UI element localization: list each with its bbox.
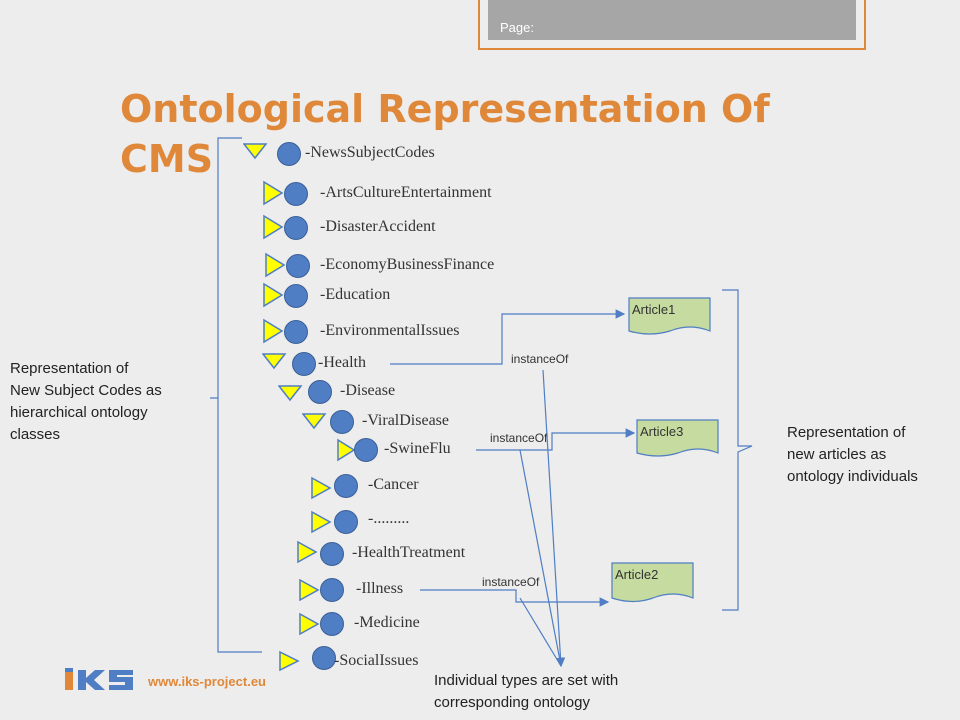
class-node-icon	[286, 254, 310, 278]
tree-node-label: -NewsSubjectCodes	[305, 144, 435, 161]
type-line-1	[542, 369, 566, 668]
class-node-icon	[308, 380, 332, 404]
illness-to-article2-line	[420, 589, 610, 607]
instanceof-label: instanceOf	[490, 431, 548, 445]
article-label: Article1	[632, 302, 676, 317]
instanceof-label: instanceOf	[482, 575, 540, 589]
tree-node-disaster[interactable]: -DisasterAccident	[262, 214, 492, 244]
iks-logo	[65, 668, 133, 690]
swineflu-to-article3-line	[476, 428, 636, 451]
collapsed-triangle-icon[interactable]	[262, 180, 288, 208]
class-node-icon	[312, 646, 336, 670]
tree-node-health[interactable]: -Health	[262, 350, 402, 380]
collapsed-triangle-icon[interactable]	[310, 472, 336, 500]
tree-node-label: -DisasterAccident	[320, 218, 436, 235]
type-line-2	[519, 449, 562, 667]
tree-node-label: -Health	[318, 354, 366, 371]
slide-title: Ontological Representation Of CMS	[120, 87, 770, 181]
class-node-icon	[284, 320, 308, 344]
instanceof-label: instanceOf	[511, 352, 569, 366]
right-bracket	[722, 289, 753, 611]
tree-node-label: -ViralDisease	[362, 412, 449, 429]
right-annotation: Representation of new articles as ontolo…	[787, 424, 918, 485]
tree-node-illness[interactable]: -Illness	[298, 576, 428, 606]
bottom-annotation: Individual types are set with correspond…	[434, 672, 619, 711]
collapsed-triangle-icon[interactable]	[298, 610, 324, 638]
article-label: Article2	[615, 567, 659, 582]
tree-node-disease[interactable]: -Disease	[278, 378, 418, 408]
tree-node-label: -Cancer	[368, 476, 419, 493]
collapsed-triangle-icon[interactable]	[264, 252, 290, 280]
class-node-icon	[320, 578, 344, 602]
document-icon	[611, 562, 694, 603]
tree-node-label: -Disease	[340, 382, 396, 399]
collapsed-triangle-icon[interactable]	[262, 214, 288, 242]
collapsed-triangle-icon[interactable]	[298, 576, 324, 604]
collapsed-triangle-icon[interactable]	[278, 644, 304, 672]
page-number-box: Page:	[478, 0, 866, 50]
class-node-icon	[334, 510, 358, 534]
article3-document[interactable]: Article3	[636, 419, 719, 457]
tree-node-label: -HealthTreatment	[352, 544, 466, 561]
class-node-icon	[284, 216, 308, 240]
tree-node-environment[interactable]: -EnvironmentalIssues	[262, 318, 502, 348]
tree-node-viraldisease[interactable]: -ViralDisease	[302, 408, 482, 438]
tree-node-label: -Education	[320, 286, 391, 303]
page-label: Page:	[500, 20, 534, 35]
tree-node-label: -ArtsCultureEntertainment	[320, 184, 492, 201]
class-node-icon	[292, 352, 316, 376]
expanded-triangle-icon[interactable]	[262, 350, 288, 378]
collapsed-triangle-icon[interactable]	[262, 318, 288, 346]
tree-node-arts[interactable]: -ArtsCultureEntertainment	[262, 180, 532, 210]
tree-node-label: -EconomyBusinessFinance	[320, 256, 495, 273]
left-bracket	[210, 137, 262, 653]
tree-node-more[interactable]: -.........	[310, 508, 430, 538]
collapsed-triangle-icon[interactable]	[296, 540, 322, 568]
collapsed-triangle-icon[interactable]	[310, 508, 336, 536]
tree-node-medicine[interactable]: -Medicine	[298, 610, 438, 640]
class-node-icon	[320, 612, 344, 636]
tree-node-swineflu[interactable]: -SwineFlu	[336, 436, 476, 466]
type-line-3	[519, 597, 562, 667]
collapsed-triangle-icon[interactable]	[336, 436, 362, 464]
tree-node-label: -.........	[368, 510, 410, 527]
class-node-icon	[277, 142, 301, 166]
class-node-icon	[320, 542, 344, 566]
tree-node-label: -SocialIssues	[334, 652, 419, 669]
tree-node-healthtreatment[interactable]: -HealthTreatment	[296, 540, 506, 570]
article2-document[interactable]: Article2	[611, 562, 694, 603]
tree-node-label: -Medicine	[354, 614, 420, 631]
tree-node-label: -Illness	[356, 580, 404, 597]
expanded-triangle-icon[interactable]	[278, 378, 304, 406]
article-label: Article3	[640, 424, 684, 439]
tree-node-label: -EnvironmentalIssues	[320, 322, 460, 339]
tree-node-education[interactable]: -Education	[262, 282, 442, 312]
tree-node-socialissues[interactable]: -SocialIssues	[278, 644, 448, 674]
page-number-field: Page:	[488, 0, 856, 40]
health-to-article1-line	[390, 309, 626, 365]
footer-url-link[interactable]: www.iks-project.eu	[148, 674, 266, 689]
document-icon	[636, 419, 719, 457]
class-node-icon	[284, 182, 308, 206]
tree-node-economy[interactable]: -EconomyBusinessFinance	[264, 252, 544, 282]
class-node-icon	[330, 410, 354, 434]
tree-node-cancer[interactable]: -Cancer	[310, 472, 440, 502]
expanded-triangle-icon[interactable]	[243, 140, 269, 168]
article1-document[interactable]: Article1	[628, 297, 711, 335]
document-icon	[628, 297, 711, 335]
class-node-icon	[284, 284, 308, 308]
tree-node-label: -SwineFlu	[384, 440, 451, 457]
tree-node-newssubjectcodes[interactable]: -NewsSubjectCodes	[243, 140, 473, 170]
expanded-triangle-icon[interactable]	[302, 408, 328, 436]
class-node-icon	[354, 438, 378, 462]
collapsed-triangle-icon[interactable]	[262, 282, 288, 310]
left-annotation: Representation of New Subject Codes as h…	[10, 360, 162, 443]
class-node-icon	[334, 474, 358, 498]
